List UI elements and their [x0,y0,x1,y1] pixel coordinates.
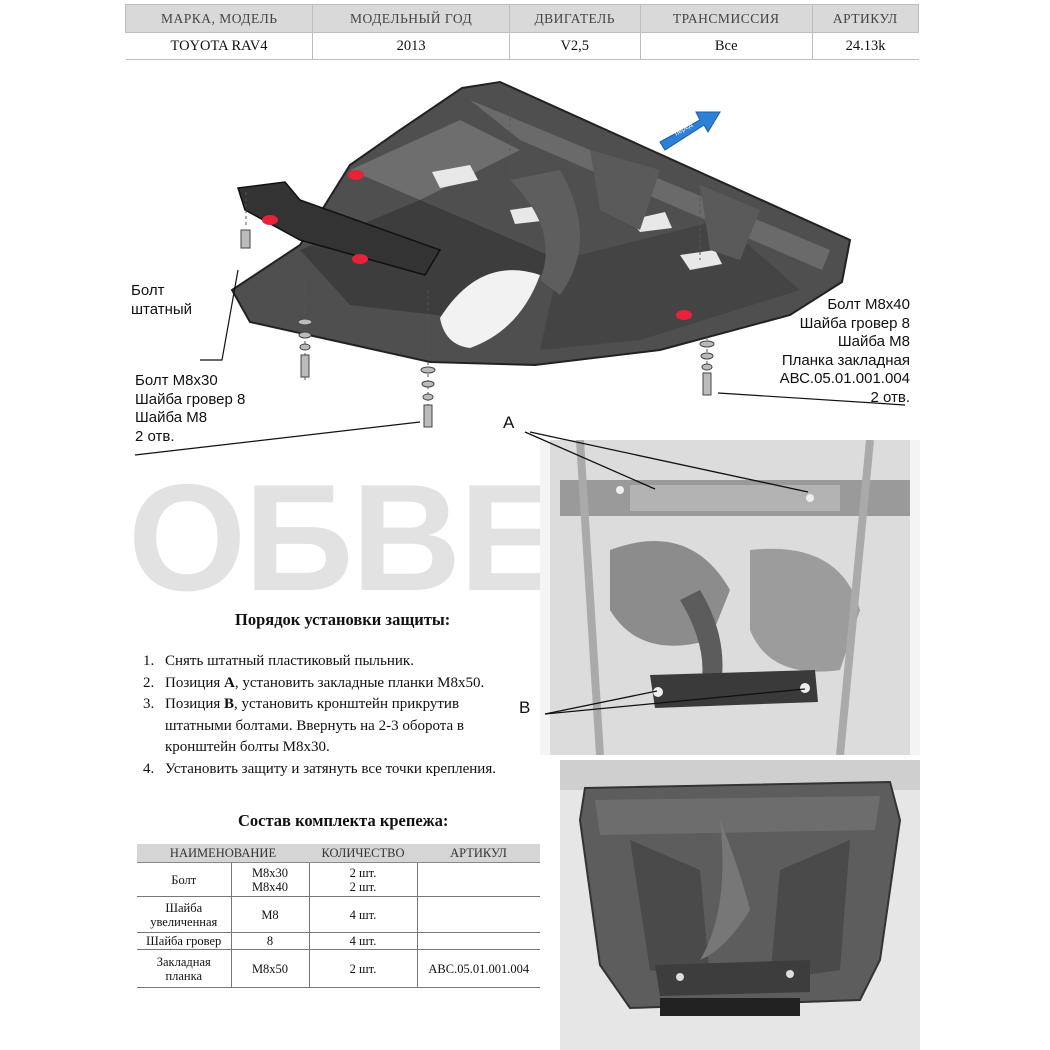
kit-cell-art [417,932,540,950]
kit-header-qty: КОЛИЧЕСТВО [309,844,417,863]
label-a: A [503,413,515,432]
step-text: Позиция [165,674,224,691]
step-number: 3. [143,696,155,712]
step-number: 4. [143,760,155,777]
installation-title: Порядок установки защиты: [235,610,451,629]
callout-line: АВС.05.01.001.004 [779,370,910,387]
label-b: B [519,698,531,717]
step-text: кронштейн болты М8х30. [165,739,330,755]
mount-point-highlight [348,170,364,180]
col-transmission: ТРАНСМИССИЯ [639,4,813,33]
kit-cell-art [417,896,540,933]
step-number: 2. [143,674,155,691]
callout-line: Планка закладная [781,351,910,369]
val-article: 24.13k [812,32,919,60]
mount-point-highlight [352,254,368,264]
val-transmission: Все [640,32,813,60]
val-year: 2013 [312,32,510,60]
kit-cell-size: М8х30 М8х40 [231,862,310,897]
step-text: штатными болтами. Ввернуть на 2-3 оборот… [165,717,464,734]
callout-line: Шайба М8 [135,409,208,426]
callout-stock-bolt: Болт штатный [131,282,192,319]
kit-header-article: АРТИКУЛ [417,844,540,863]
callout-line: Болт М8х30 [135,372,218,389]
step-item: 1. Снять штатный пластиковый пыльник. [143,651,543,673]
callout-line: Шайба гровер 8 [135,390,246,408]
callout-bolt-m8x40: Болт М8х40 Шайба гровер 8 Шайба М8 Планк… [760,296,910,407]
step-text: , установить кронштейн прикрутив [234,696,460,712]
step-position-label: В [224,696,235,712]
val-model: TOYOTA RAV4 [125,32,314,60]
kit-cell-qty: 4 шт. [309,932,418,950]
callout-line: Болт М8х40 [827,296,910,313]
kit-title: Состав комплекта крепежа: [238,811,449,830]
front-direction-arrow [659,111,721,151]
kit-cell-art [417,862,540,897]
col-year: МОДЕЛЬНЫЙ ГОД [312,4,510,33]
kit-cell-art: АВС.05.01.001.004 [417,949,540,988]
kit-cell-size: 8 [231,932,310,950]
step-text: , установить закладные планки М8х50. [234,674,485,691]
kit-cell-qty: 2 шт. 2 шт. [309,862,418,897]
col-model: МАРКА, МОДЕЛЬ [124,4,314,33]
step-item: 3. Позиция В, установить кронштейн прикру… [143,694,543,759]
kit-cell-name: Шайба гровер [137,932,232,950]
mount-point-highlight [676,310,692,320]
col-engine: ДВИГАТЕЛЬ [508,4,641,33]
step-text: Снять штатный пластиковый пыльник. [165,653,414,669]
spec-header-table: МАРКА, МОДЕЛЬ МОДЕЛЬНЫЙ ГОД ДВИГАТЕЛЬ ТР… [124,4,920,60]
callout-line: штатный [131,300,193,318]
kit-header-name: НАИМЕНОВАНИЕ [137,844,309,863]
callout-line: Шайба гровер 8 [799,314,910,332]
col-article: АРТИКУЛ [811,4,920,33]
step-position-label: А [224,674,235,691]
callout-line: 2 отв. [135,427,175,445]
callout-line: 2 отв. [870,388,910,406]
kit-cell-size: М8х50 [231,949,310,988]
underbody-photo-top [540,440,920,755]
val-engine: V2,5 [509,32,641,60]
skid-plate-diagram [134,80,906,456]
mount-point-highlight [262,215,278,225]
kit-cell-qty: 4 шт. [309,896,418,933]
step-text: Позиция [165,696,224,712]
step-number: 1. [143,653,155,669]
step-item: 4. Установить защиту и затянуть все точки… [143,759,543,781]
step-item: 2. Позиция А, установить закладные планки… [143,673,543,695]
callout-bolt-m8x30: Болт М8х30 Шайба гровер 8 Шайба М8 2 отв… [135,372,245,446]
kit-cell-name: Закладная планка [137,949,232,988]
kit-cell-size: М8 [231,896,310,933]
kit-cell-name: Болт [137,862,232,897]
installation-steps: 1. Снять штатный пластиковый пыльник. 2. П… [143,651,543,780]
kit-cell-name: Шайба увеличенная [137,896,232,933]
step-text: Установить защиту и затянуть все точки к… [165,760,496,777]
kit-cell-qty: 2 шт. [309,949,418,988]
front-bracket [237,181,442,276]
callout-line: Болт [131,282,165,299]
callout-line: Шайба М8 [837,333,910,350]
bolt-stack [240,229,715,428]
installed-plate-photo [560,760,920,1050]
